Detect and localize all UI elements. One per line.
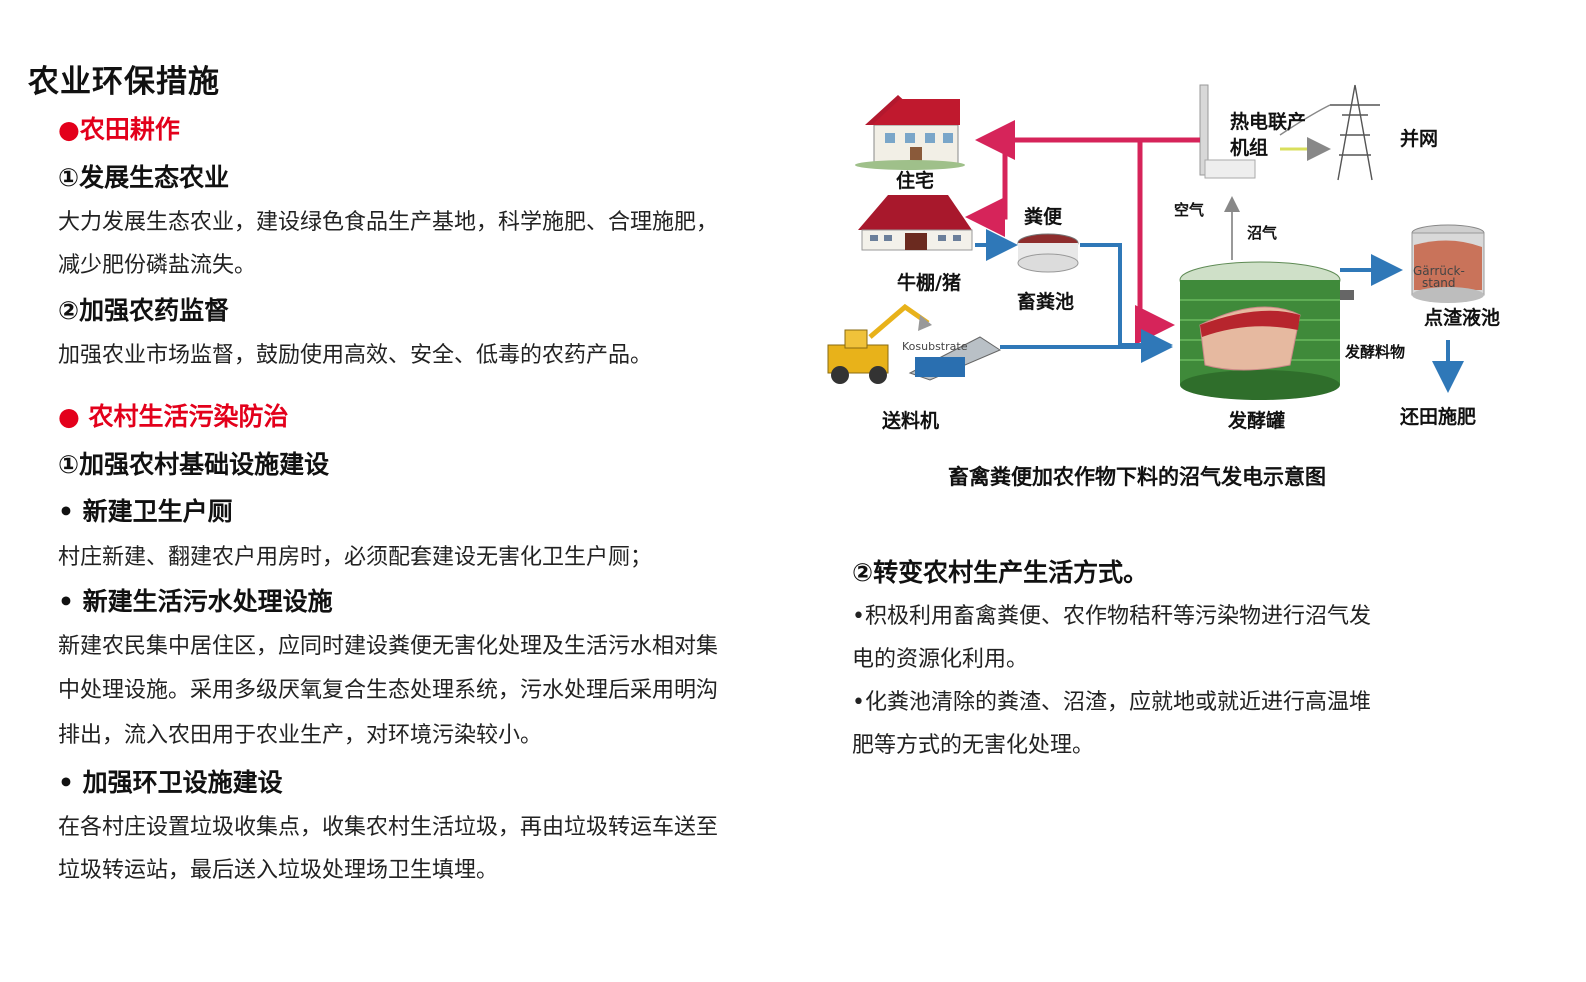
page-title: 农业环保措施 [28, 64, 220, 100]
bullet-sewage: • 新建生活污水处理设施 [58, 587, 333, 616]
section-heading-rural-pollution: ● 农村生活污染防治 [58, 402, 289, 431]
subheading-eco-agriculture: ①发展生态农业 [58, 163, 230, 192]
diagram-caption: 畜禽粪便加农作物下料的沼气发电示意图 [948, 465, 1326, 489]
ferment-material-label: 发酵料物 [1345, 343, 1406, 361]
paragraph-line: 排出，流入农田用于农业生产，对环境污染较小。 [58, 723, 543, 748]
feeder-label: 送料机 [882, 410, 940, 432]
air-label: 空气 [1174, 201, 1205, 219]
feeder-illustration [827, 303, 1002, 384]
chp-label: 热电联产 [1230, 111, 1307, 133]
paragraph-line: 中处理设施。采用多级厌氧复合生态处理系统，污水处理后采用明沟 [58, 678, 719, 703]
gas-arrows [1224, 137, 1331, 260]
paragraph-line: 减少肥份磷盐流失。 [58, 253, 257, 278]
subheading-pesticide: ②加强农药监督 [58, 296, 230, 325]
biogas-label: 沼气 [1247, 224, 1278, 242]
paragraph-line: 在各村庄设置垃圾收集点，收集农村生活垃圾，再由垃圾转运车送至 [58, 815, 719, 840]
bullet-sanitation: • 加强环卫设施建设 [58, 768, 283, 797]
house-illustration [855, 95, 965, 170]
paragraph-line: 村庄新建、翻建农户用房时，必须配套建设无害化卫生户厕； [58, 545, 653, 570]
biogas-diagram: Gärrück- stand Kosubstrate [827, 84, 1485, 400]
bullet-toilets: • 新建卫生户厕 [58, 497, 233, 526]
subheading-infrastructure: ①加强农村基础设施建设 [58, 450, 330, 479]
subheading-lifestyle: ②转变农村生产生活方式。 [852, 558, 1149, 587]
residue-tank-illustration [1411, 224, 1485, 303]
barn-illustration [858, 195, 973, 251]
fermenter-label: 发酵罐 [1228, 410, 1286, 432]
material-flow-arrows [975, 229, 1464, 393]
paragraph-line: 大力发展生态农业，建设绿色食品生产基地，科学施肥、合理施肥， [58, 210, 719, 235]
paragraph-line: 肥等方式的无害化处理。 [852, 733, 1095, 758]
paragraph-line: 加强农业市场监督，鼓励使用高效、安全、低毒的农药产品。 [58, 343, 653, 368]
manure-pit-label: 畜粪池 [1017, 291, 1075, 313]
grid-label: 并网 [1400, 128, 1439, 150]
paragraph-line: •化粪池清除的粪渣、沼渣，应就地或就近进行高温堆 [852, 690, 1371, 715]
paragraph-line: 垃圾转运站，最后送入垃圾处理场卫生填埋。 [58, 858, 499, 883]
section-heading-farmland: ●农田耕作 [58, 115, 180, 144]
heat-flow-arrows [965, 120, 1200, 345]
field-label: 还田施肥 [1400, 406, 1477, 428]
manure-label: 粪便 [1024, 206, 1063, 228]
fermenter-illustration [1179, 261, 1354, 400]
kosubstrate-label: Kosubstrate [902, 340, 968, 353]
residue-tank-label: 点渣液池 [1424, 307, 1501, 329]
power-tower-illustration [1279, 84, 1380, 181]
gaerrest-label: stand [1422, 276, 1456, 290]
paragraph-line: 新建农民集中居住区，应同时建设粪便无害化处理及生活污水相对集 [58, 634, 719, 659]
chp-label: 机组 [1230, 137, 1269, 159]
paragraph-line: 电的资源化利用。 [852, 647, 1029, 672]
chp-unit-illustration [1199, 84, 1256, 179]
barn-label: 牛棚/猪 [897, 272, 961, 294]
house-label: 住宅 [896, 170, 935, 192]
paragraph-line: •积极利用畜禽粪便、农作物秸秆等污染物进行沼气发 [852, 604, 1371, 629]
gaerrest-label: Gärrück- [1413, 264, 1465, 278]
manure-pit-illustration [1017, 233, 1079, 273]
